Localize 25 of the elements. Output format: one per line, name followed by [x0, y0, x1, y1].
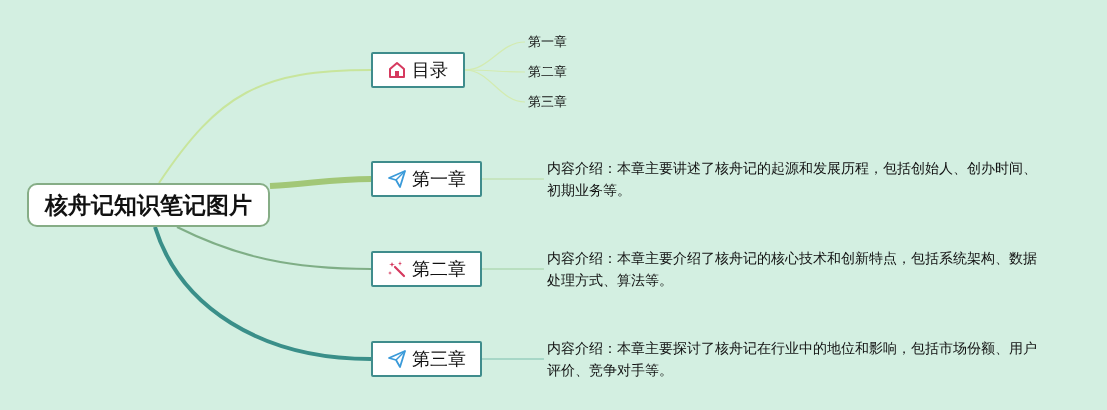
subtopic-text: 第二章 — [528, 63, 574, 81]
branch-line — [153, 226, 372, 361]
branch-line — [464, 69, 526, 103]
branch-line — [158, 69, 372, 184]
topic-label: 第一章 — [411, 167, 466, 191]
description-text: 内容介绍：本章主要介绍了核舟记的核心技术和创新特点，包括系统架构、数据处理方式、算法等。 — [547, 247, 1047, 291]
topic-label: 第二章 — [411, 257, 466, 281]
branch-line — [176, 226, 372, 270]
central-topic-label: 核舟记知识笔记图片 — [45, 190, 252, 220]
topic-box — [371, 251, 482, 287]
subtopic-text: 第三章 — [528, 93, 574, 111]
topic-box — [371, 161, 482, 197]
branch-line — [481, 358, 545, 360]
subtopic-text: 第一章 — [528, 33, 574, 51]
branch-line — [481, 178, 545, 180]
branch-line — [464, 69, 526, 73]
topic-label: 第三章 — [411, 347, 466, 371]
central-topic-box — [27, 183, 270, 227]
branch-line — [269, 176, 372, 189]
topic-label: 目录 — [412, 58, 448, 82]
topic-box — [371, 341, 482, 377]
description-text: 内容介绍：本章主要讲述了核舟记的起源和发展历程，包括创始人、创办时间、初期业务等。 — [547, 157, 1047, 201]
branch-line — [481, 268, 545, 270]
description-text: 内容介绍：本章主要探讨了核舟记在行业中的地位和影响，包括市场份额、用户评价、竞争对手等。 — [547, 337, 1047, 381]
topic-box — [371, 52, 465, 88]
